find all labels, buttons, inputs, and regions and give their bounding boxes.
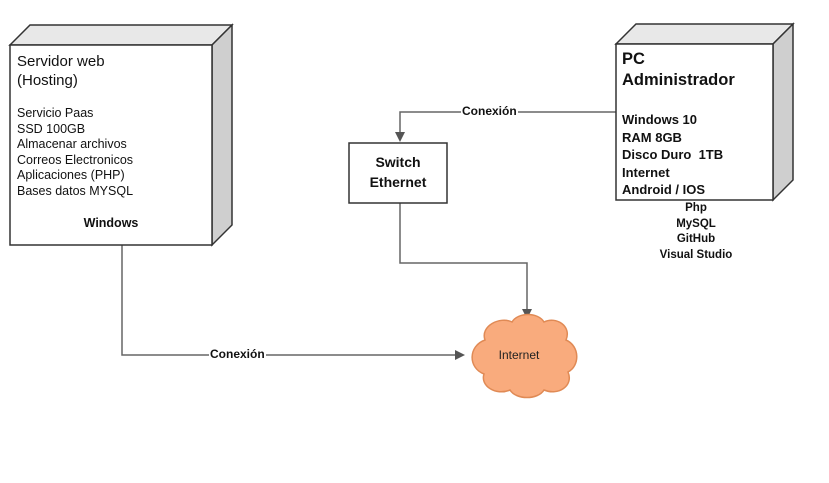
pc-title-line: Administrador bbox=[622, 71, 735, 89]
pc-box-front bbox=[615, 43, 774, 201]
server-box-side bbox=[211, 23, 233, 247]
server-specs: Servicio Paas SSD 100GB Almacenar archiv… bbox=[17, 106, 133, 199]
pc-software-list: Php MySQL GitHub Visual Studio bbox=[636, 201, 756, 263]
internet-label: Internet bbox=[498, 348, 540, 362]
server-box-front bbox=[9, 44, 213, 246]
connector-switch-to-internet bbox=[399, 203, 532, 319]
server-spec-item: Almacenar archivos bbox=[17, 137, 127, 151]
server-spec-item: Aplicaciones (PHP) bbox=[17, 168, 125, 182]
server-os-label: Windows bbox=[83, 216, 139, 230]
internet-cloud-shape bbox=[471, 313, 578, 399]
pc-box-top bbox=[614, 23, 795, 45]
connector-server-to-internet bbox=[121, 245, 465, 360]
pc-spec-item: Android / IOS bbox=[622, 182, 706, 197]
server-title-line: Servidor web bbox=[17, 53, 105, 70]
switch-node-box bbox=[348, 142, 448, 204]
pc-box-side bbox=[772, 22, 794, 202]
pc-specs: Windows 10 RAM 8GB Disco Duro 1TB Intern… bbox=[622, 111, 723, 199]
pc-software-item: Visual Studio bbox=[659, 248, 733, 261]
switch-label-line: Switch bbox=[375, 154, 421, 170]
server-spec-item: Bases datos MYSQL bbox=[17, 183, 134, 198]
pc-software-item: GitHub bbox=[676, 233, 716, 245]
pc-title-line: PC bbox=[622, 50, 645, 68]
server-title-line: (Hosting) bbox=[17, 72, 78, 89]
pc-spec-item: Internet bbox=[622, 164, 670, 180]
connector-pc-to-switch bbox=[395, 111, 617, 142]
pc-software-item: Php bbox=[685, 202, 707, 214]
pc-spec-item: RAM 8GB bbox=[622, 129, 682, 145]
connection-label-pc-switch: Conexión bbox=[461, 104, 518, 118]
server-node bbox=[8, 23, 234, 247]
connection-label-server-internet: Conexión bbox=[209, 347, 266, 361]
pc-node bbox=[614, 22, 795, 202]
pc-title: PC Administrador bbox=[622, 49, 735, 91]
pc-spec-item: Windows 10 bbox=[622, 112, 698, 127]
server-spec-item: SSD 100GB bbox=[17, 121, 86, 136]
server-spec-item: Correos Electronicos bbox=[17, 152, 134, 167]
connectors bbox=[121, 111, 617, 360]
switch-label: Switch Ethernet bbox=[349, 152, 447, 192]
switch-label-line: Ethernet bbox=[369, 174, 427, 190]
pc-software-item: MySQL bbox=[676, 217, 716, 230]
server-box-top bbox=[8, 24, 234, 46]
server-spec-item: Servicio Paas bbox=[17, 106, 94, 120]
pc-spec-item: Disco Duro 1TB bbox=[622, 147, 724, 162]
server-title: Servidor web (Hosting) bbox=[17, 52, 105, 90]
